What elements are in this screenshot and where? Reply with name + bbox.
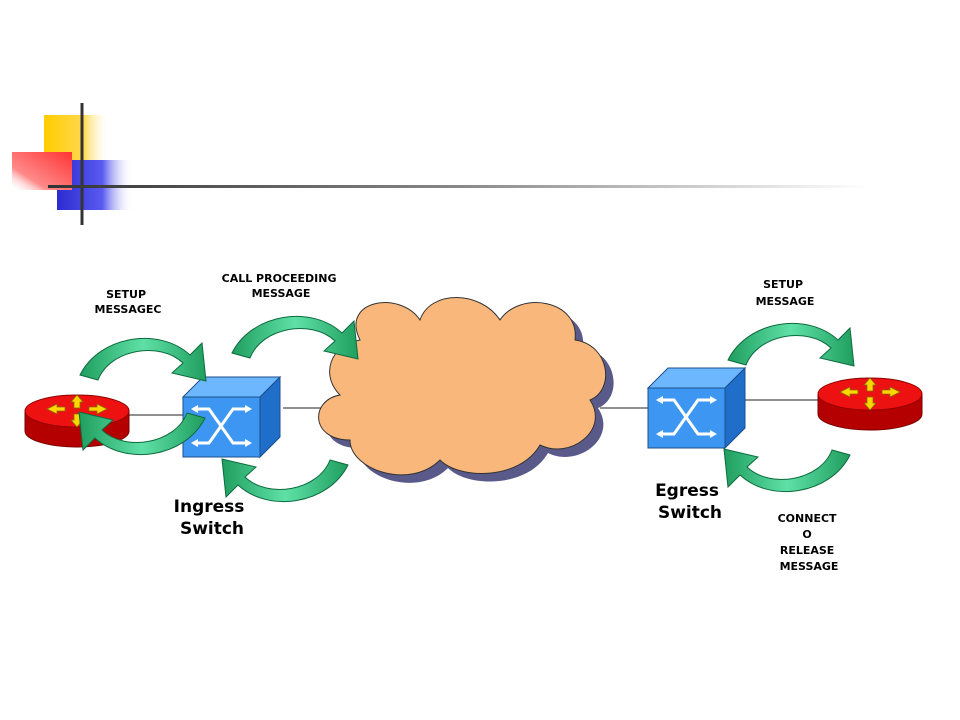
title-decoration [12,103,868,225]
router-icon-right [817,377,923,431]
network-cloud-icon [318,297,614,483]
label-connect-release: CONNECT O RELEASE MESSAGE [778,512,841,573]
curved-arrow-icon-setup-right [727,322,855,367]
label-call-proceeding: CALL PROCEEDING MESSAGE [222,272,341,300]
curved-arrow-icon-bottom-right [723,448,851,493]
curved-arrow-icon-setup-left [79,337,207,382]
label-ingress-switch: Ingress Switch [174,497,251,539]
switch-icon-egress [646,366,747,450]
label-setup-right: SETUP MESSAGE [756,278,815,308]
label-setup-left: SETUP MESSAGEC [95,288,162,316]
curved-arrow-icon-call-proceeding [231,315,359,360]
curved-arrow-icon-bottom-middle [221,458,349,503]
label-egress-switch: Egress Switch [655,481,725,523]
